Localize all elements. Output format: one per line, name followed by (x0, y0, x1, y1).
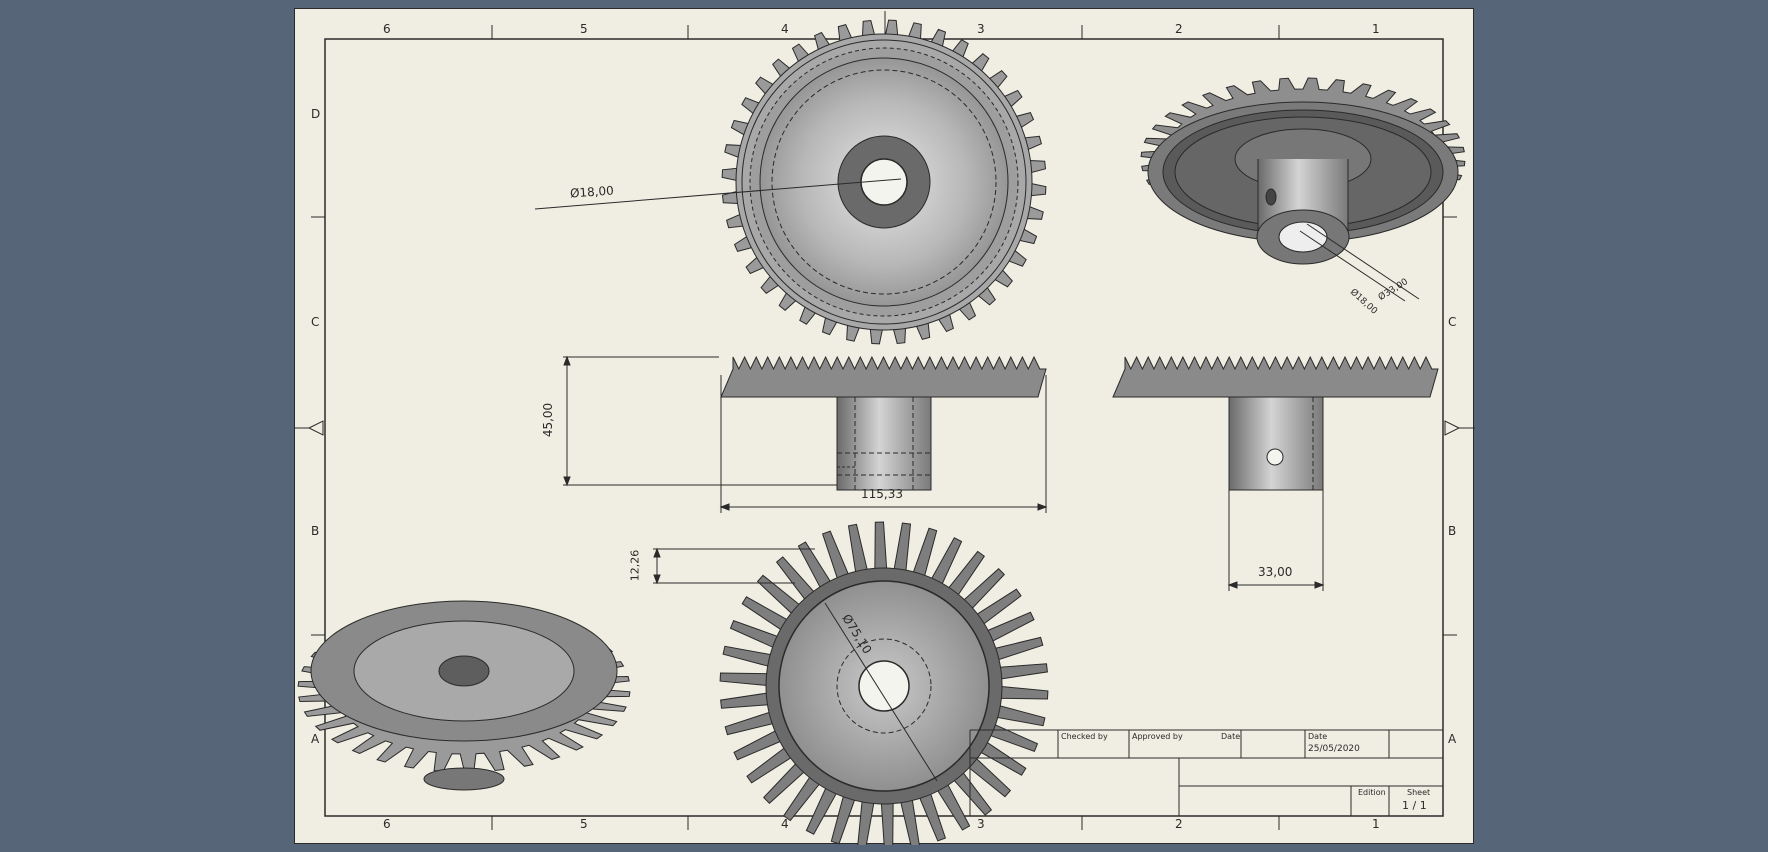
title-checked-by: Checked by (1061, 732, 1108, 741)
dim-width: 115,33 (861, 487, 903, 501)
zone-col-label: 3 (977, 22, 985, 36)
title-date-label: Date (1308, 732, 1328, 741)
title-date-value: 25/05/2020 (1308, 744, 1360, 754)
dim-hub-width: 33,00 (1258, 565, 1293, 579)
title-date-col: Date (1221, 732, 1241, 741)
zone-col-label: 3 (977, 817, 985, 831)
zone-row-label: B (311, 524, 320, 538)
dimension-lines (563, 355, 1325, 591)
zone-col-label: 2 (1175, 22, 1183, 36)
isometric-view-top-right (1140, 77, 1466, 302)
zone-row-label: C (311, 315, 320, 329)
title-edition: Edition (1358, 788, 1386, 797)
zone-col-label: 1 (1372, 817, 1380, 831)
title-approved-by: Approved by (1132, 732, 1183, 741)
zone-row-label: B (1448, 524, 1457, 538)
side-view-center (720, 355, 1047, 491)
drawing-canvas (295, 11, 1475, 845)
isometric-view-bottom-left (297, 600, 631, 791)
center-arrow-left (307, 420, 324, 436)
zone-row-label: D (311, 107, 321, 121)
title-block (969, 729, 1443, 816)
zone-col-label: 4 (781, 22, 789, 36)
zone-row-label: C (1448, 315, 1457, 329)
dim-tooth: 12,26 (628, 549, 642, 582)
title-sheet-value: 1 / 1 (1402, 799, 1427, 812)
zone-col-label: 6 (383, 22, 391, 36)
drawing-sheet: 6 5 4 3 2 1 6 5 4 3 2 1 D C B A C B A Ø1… (294, 8, 1475, 845)
zone-col-label: 5 (580, 22, 588, 36)
zone-col-label: 6 (383, 817, 391, 831)
side-view-right (1112, 355, 1439, 491)
title-sheet-label: Sheet (1407, 788, 1431, 797)
zone-row-label: A (1448, 732, 1457, 746)
zone-col-label: 1 (1372, 22, 1380, 36)
zone-col-label: 5 (580, 817, 588, 831)
back-view-gear (719, 521, 1049, 845)
front-view-gear (534, 19, 1047, 345)
center-arrow-right (1444, 420, 1461, 436)
dim-height: 45,00 (541, 402, 556, 438)
zone-col-label: 2 (1175, 817, 1183, 831)
zone-row-label: A (311, 732, 320, 746)
zone-col-label: 4 (781, 817, 789, 831)
